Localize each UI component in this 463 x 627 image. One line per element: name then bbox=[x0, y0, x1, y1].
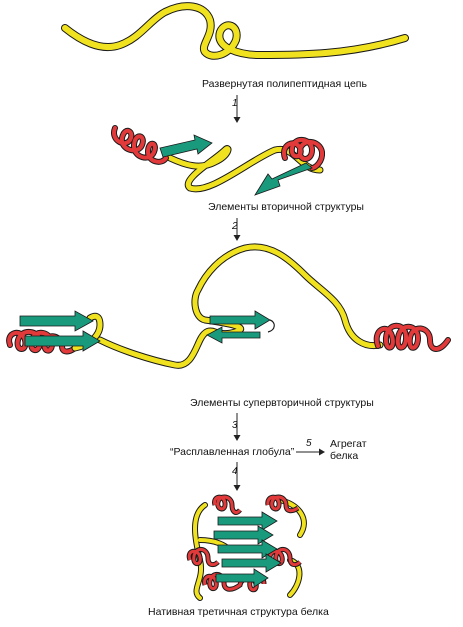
label-native-structure: Нативная третичная структура белка bbox=[148, 606, 329, 618]
beta-strand-super-2 bbox=[24, 330, 101, 352]
label-protein-aggregate: Агрегат белка bbox=[330, 438, 367, 462]
native-strand-1 bbox=[217, 511, 278, 531]
step-number-2: 2 bbox=[232, 221, 238, 232]
step-number-5: 5 bbox=[306, 438, 312, 449]
helix-left bbox=[111, 125, 169, 165]
label-molten-globule: “Расплавленная глобула” bbox=[170, 446, 295, 458]
helix-right bbox=[281, 137, 326, 171]
label-secondary-structure: Элементы вторичной структуры bbox=[208, 201, 364, 213]
step-number-4: 4 bbox=[232, 466, 238, 477]
label-supersecondary-structure: Элементы супервторичной структуры bbox=[190, 397, 374, 409]
beta-strand-1 bbox=[159, 134, 213, 158]
secondary-structure bbox=[111, 125, 326, 196]
supersecondary-structure bbox=[6, 243, 451, 369]
step-number-3: 3 bbox=[232, 420, 238, 431]
label-unfolded-chain: Развернутая полипептидная цепь bbox=[202, 78, 367, 90]
beta-strand-super-4 bbox=[206, 326, 261, 344]
unfolded-chain bbox=[61, 2, 409, 60]
native-strand-3 bbox=[217, 539, 278, 559]
native-strand-4 bbox=[221, 553, 282, 573]
beta-strand-super-1 bbox=[19, 310, 94, 332]
beta-strand-2 bbox=[254, 162, 313, 196]
native-strand-2 bbox=[213, 525, 274, 545]
native-strand-5 bbox=[215, 568, 269, 588]
native-structure bbox=[186, 494, 307, 601]
step-number-1: 1 bbox=[232, 98, 238, 109]
beta-strand-super-3 bbox=[209, 310, 271, 330]
